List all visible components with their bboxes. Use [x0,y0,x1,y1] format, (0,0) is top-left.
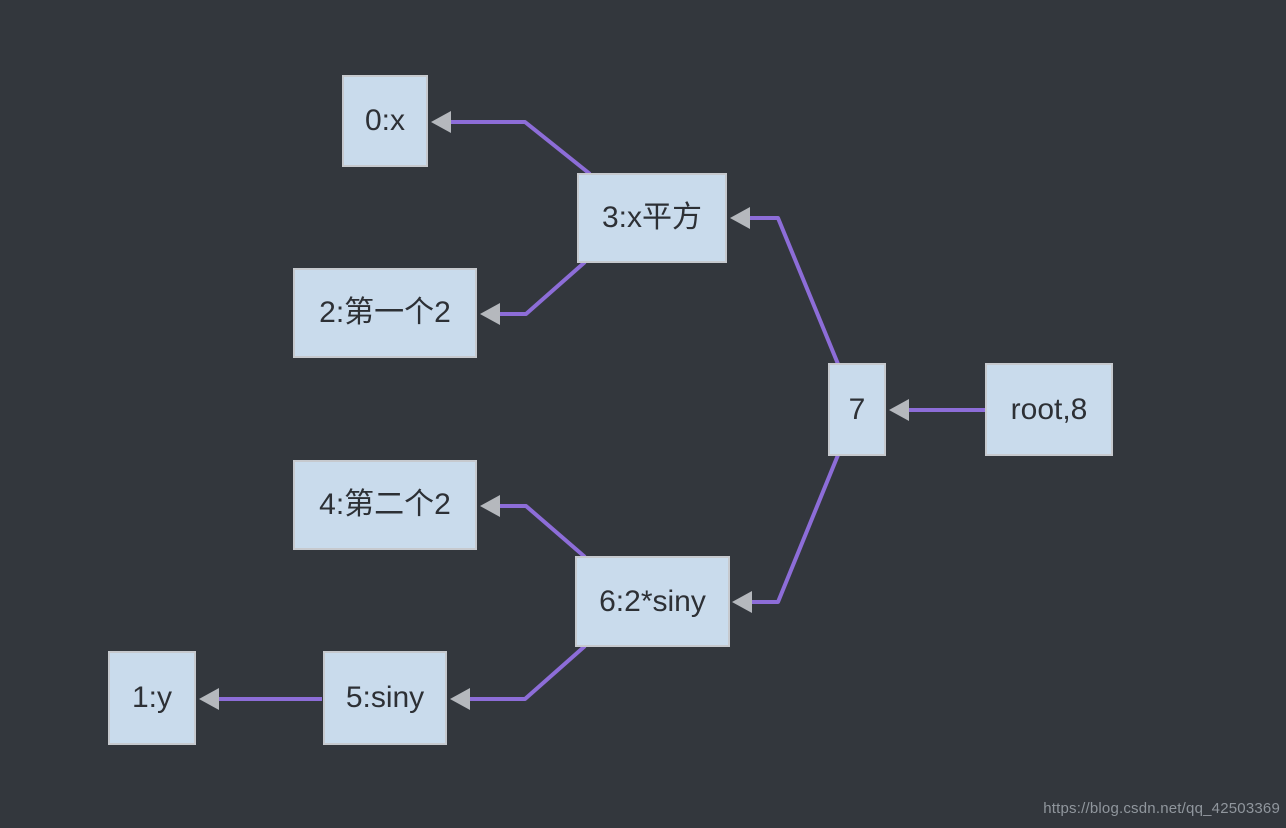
node-5[interactable]: 5:siny [323,651,447,745]
edge-line-node-3-to-node-2 [496,260,587,316]
edge-line-node-7-to-node-6 [748,454,840,604]
arrowhead-icon [450,688,470,710]
node-1-label: 1:y [131,681,173,714]
node-root-label: root,8 [1010,392,1088,426]
node-2-label: 2:第一个2 [319,296,451,329]
node-7-label: 7 [848,392,866,426]
watermark: https://blog.csdn.net/qq_42503369 [1043,800,1280,817]
edge-line-node-7-to-node-3 [746,216,840,365]
arrowhead-icon [431,111,451,133]
arrowhead-icon [480,495,500,517]
arrowhead-icon [480,303,500,325]
node-7[interactable]: 7 [828,363,886,456]
node-6[interactable]: 6:2*siny [575,556,730,647]
node-5-label: 5:siny [345,681,425,714]
node-3[interactable]: 3:x平方 [577,173,727,263]
node-0-label: 0:x [364,104,406,137]
node-4-label: 4:第二个2 [319,488,451,521]
node-root[interactable]: root,8 [985,363,1113,456]
node-0[interactable]: 0:x [342,75,428,167]
arrowhead-icon [889,399,909,421]
node-6-label: 6:2*siny [599,584,706,618]
edge-line-node-6-to-node-5 [466,644,587,701]
arrowhead-icon [199,688,219,710]
node-2[interactable]: 2:第一个2 [293,268,477,358]
node-3-label: 3:x平方 [601,201,703,234]
edge-line-node-6-to-node-4 [496,504,587,559]
node-4[interactable]: 4:第二个2 [293,460,477,550]
arrowhead-icon [732,591,752,613]
edge-line-node-3-to-node-0 [447,120,592,176]
arrowhead-icon [730,207,750,229]
node-1[interactable]: 1:y [108,651,196,745]
